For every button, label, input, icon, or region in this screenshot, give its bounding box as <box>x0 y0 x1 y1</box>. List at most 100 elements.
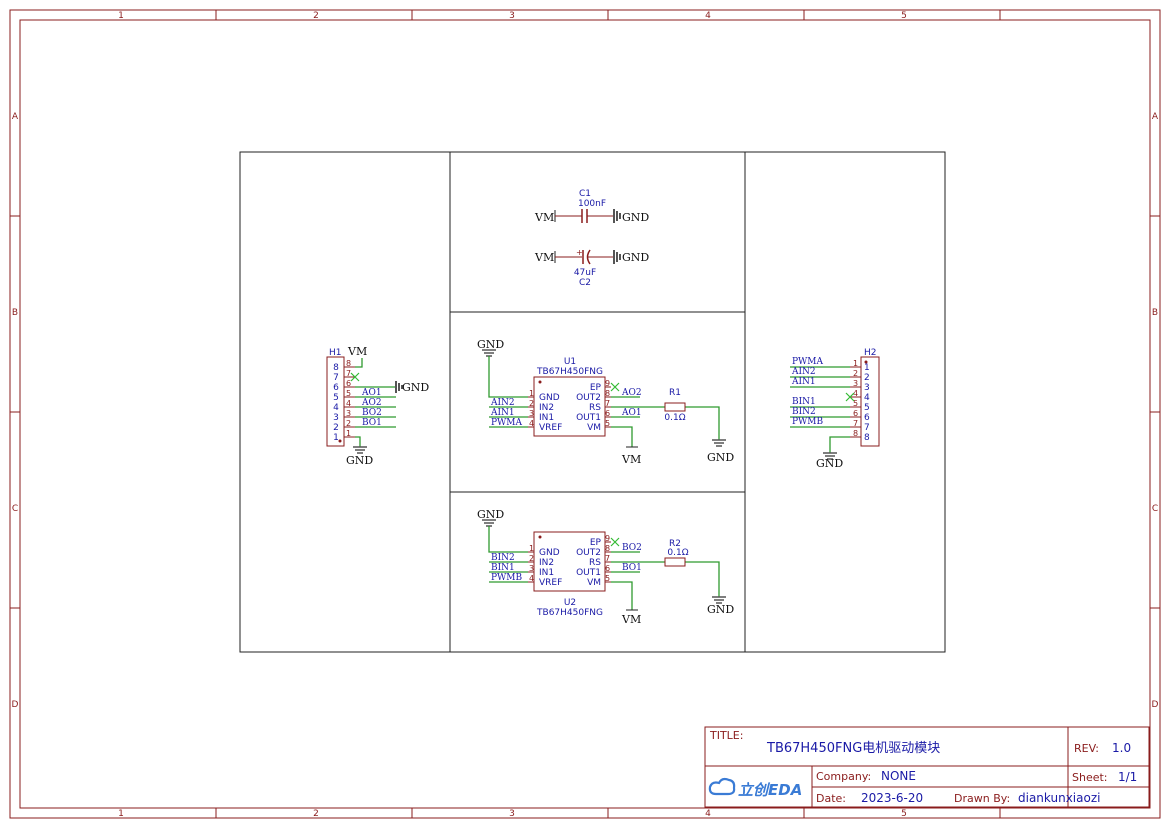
u2-pin: 3 <box>529 564 534 573</box>
c2-gnd-label: GND <box>622 251 649 264</box>
h1-pin: 2 <box>333 423 339 433</box>
u1-pin-name: VM <box>587 423 601 433</box>
u1-net-label: AIN1 <box>490 408 515 418</box>
col-label: 1 <box>118 809 124 819</box>
u1-pin: 8 <box>605 389 610 398</box>
u1-net-label: AO2 <box>621 388 642 398</box>
date-label: Date: <box>816 792 846 805</box>
company-label: Company: <box>816 770 871 783</box>
capacitor-c1[interactable]: C1 100nF VM GND <box>534 189 649 224</box>
h1-net-label: AO1 <box>361 388 382 398</box>
row-label: C <box>1152 504 1158 514</box>
resistor-r1[interactable] <box>664 402 686 412</box>
capacitor-c2[interactable]: VM + GND 47uF C2 <box>534 248 649 288</box>
page-title: TB67H450FNG电机驱动模块 <box>766 741 940 756</box>
u1-pin: 4 <box>529 419 534 428</box>
row-label: D <box>1152 700 1159 710</box>
h1-gnd-bottom-label: GND <box>346 454 373 467</box>
ic-u2[interactable]: GND 1 2 3 4 GND IN2 IN1 VREF EP OUT2 RS … <box>477 508 734 626</box>
u2-net-label: BIN2 <box>491 553 515 563</box>
h2-pin-out: 3 <box>853 379 858 388</box>
u2-pin: 6 <box>605 564 610 573</box>
u2-pin-name: GND <box>539 548 560 558</box>
h1-pin-out: 1 <box>346 429 351 438</box>
sheet-frame <box>9 9 1161 819</box>
h2-pin-out: 8 <box>853 429 858 438</box>
h1-pin: 1 <box>333 433 339 443</box>
h2-pin: 6 <box>864 413 870 423</box>
row-label: B <box>12 308 18 318</box>
h2-pin: 4 <box>864 393 870 403</box>
connector-h2[interactable]: H2 1 2 3 4 5 6 7 8 1 2 3 4 5 6 7 8 <box>790 348 880 470</box>
u1-r-gnd-label: GND <box>707 451 734 464</box>
h2-pin: 8 <box>864 433 870 443</box>
h2-net-label: BIN1 <box>792 397 816 407</box>
r2-ref: R2 <box>669 539 681 549</box>
drawn-by-label: Drawn By: <box>954 792 1010 805</box>
h2-pin-numbers: 1 2 3 4 5 6 7 8 1 2 3 4 5 6 7 8 <box>853 359 870 443</box>
r1-ref: R1 <box>669 388 681 398</box>
h1-pin-out: 8 <box>346 359 351 368</box>
h1-gnd-symbol <box>353 446 367 454</box>
connector-h1[interactable]: H1 VM 8 7 6 5 4 3 2 1 8 7 6 5 4 3 2 1 <box>326 345 429 467</box>
u1-pin: 1 <box>529 389 534 398</box>
sheet-label: Sheet: <box>1072 771 1108 784</box>
c2-ref: C2 <box>579 278 591 288</box>
u1-pin: 6 <box>605 409 610 418</box>
u1-pin-name: EP <box>590 383 602 393</box>
date-value: 2023-6-20 <box>861 791 923 805</box>
r2-value: 0.1Ω <box>667 548 688 558</box>
u2-pin-name: VM <box>587 578 601 588</box>
col-label: 1 <box>118 11 124 21</box>
h1-pin: 5 <box>333 393 339 403</box>
section-boxes <box>239 151 946 653</box>
h2-pin-out: 5 <box>853 399 858 408</box>
h1-pin: 4 <box>333 403 339 413</box>
c1-vm-label: VM <box>534 211 554 224</box>
logo-text: 立创EDA <box>738 781 802 799</box>
u2-pin: 1 <box>529 544 534 553</box>
h1-net-label: BO2 <box>362 408 382 418</box>
resistor-r2[interactable] <box>664 557 686 567</box>
rev-label: REV: <box>1074 742 1099 755</box>
h1-gnd-label: GND <box>402 381 429 394</box>
u1-net-label: AIN2 <box>490 398 515 408</box>
u2-ref: U2 <box>564 598 576 608</box>
h2-pin: 7 <box>864 423 870 433</box>
h2-pin: 3 <box>864 383 870 393</box>
frame-row-labels: A B C D A B C D <box>12 112 1159 710</box>
u2-pin: 2 <box>529 554 534 563</box>
u2-pin-name: EP <box>590 538 602 548</box>
h2-net-label: AIN1 <box>791 377 816 387</box>
u2-pin: 7 <box>605 554 610 563</box>
u1-pin: 2 <box>529 399 534 408</box>
u2-part: TB67H450FNG <box>536 608 603 618</box>
u1-pin-name: IN1 <box>539 413 554 423</box>
row-label: B <box>1152 308 1158 318</box>
u1-pin-name: GND <box>539 393 560 403</box>
ic-u1[interactable]: GND U1 TB67H450FNG 1 2 3 4 GND IN2 IN1 V… <box>477 338 734 466</box>
u1-pin: 9 <box>605 379 610 388</box>
u2-pin: 4 <box>529 574 534 583</box>
frame-column-labels: 1 2 3 4 5 1 2 3 4 5 <box>118 11 907 819</box>
row-label: D <box>12 700 19 710</box>
row-label: A <box>12 112 19 122</box>
rev-value: 1.0 <box>1112 741 1131 755</box>
u1-pin-name: OUT1 <box>576 413 601 423</box>
u2-pin-name: RS <box>589 558 601 568</box>
h1-vm-label: VM <box>347 345 367 358</box>
u2-pin-name: IN1 <box>539 568 554 578</box>
col-label: 2 <box>313 809 319 819</box>
u1-part: TB67H450FNG <box>536 367 603 377</box>
col-label: 3 <box>509 809 515 819</box>
h2-net-label: PWMB <box>792 417 824 427</box>
h2-pin-out: 2 <box>853 369 858 378</box>
noconnect-icon <box>610 382 620 392</box>
h1-pin: 6 <box>333 383 339 393</box>
h2-gnd-symbol <box>823 452 837 460</box>
c2-vm-label: VM <box>534 251 554 264</box>
h1-net-label: AO2 <box>361 398 382 408</box>
h2-pin: 2 <box>864 373 870 383</box>
u2-pin-name: OUT2 <box>576 548 601 558</box>
